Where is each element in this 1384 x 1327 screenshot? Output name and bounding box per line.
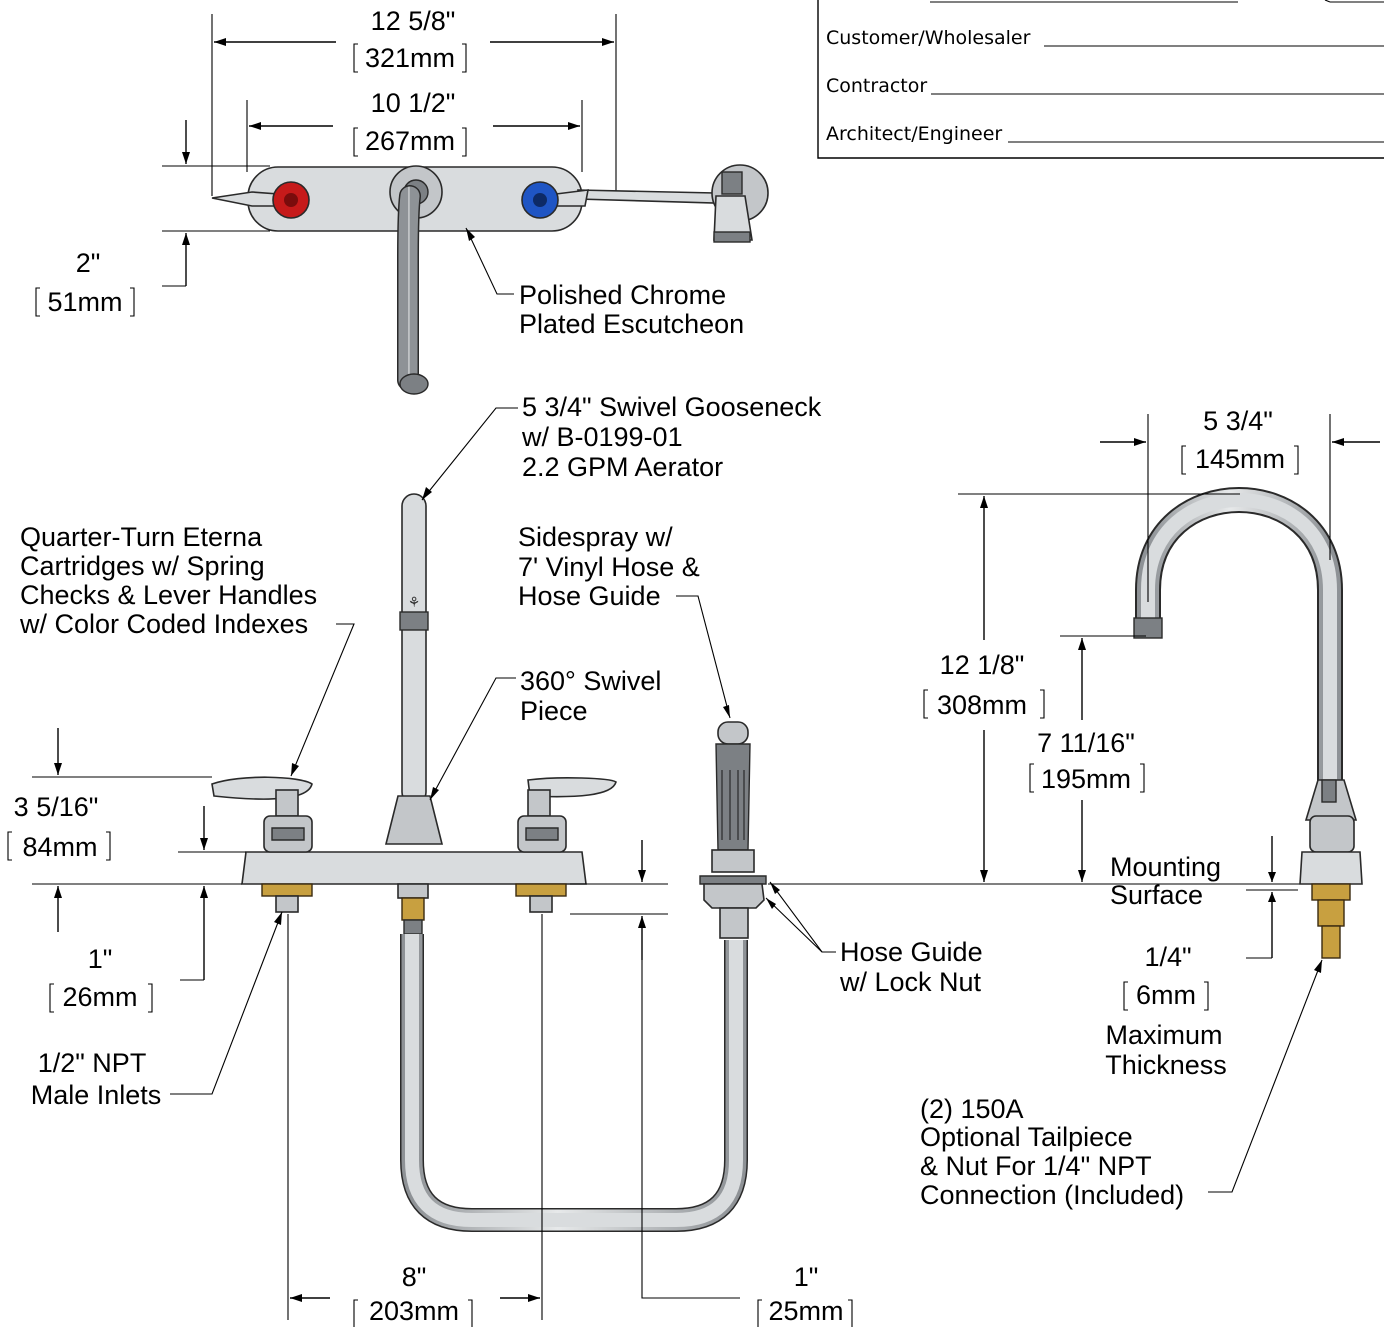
centers-dimension: 8" [402, 1262, 427, 1292]
top-view: 12 5/8" 321mm 10 1/2" 267mm 2" 51mm [35, 6, 769, 395]
thickness-note-line2: Thickness [1105, 1050, 1227, 1080]
depth-mm: 51mm [47, 287, 122, 317]
clearance-dimension: 7 11/16" [1037, 728, 1135, 758]
guide-offset-dimension: 1" [794, 1262, 819, 1292]
height-dimension: 12 1/8" [940, 650, 1025, 680]
cartridge-callout-line4: w/ Color Coded Indexes [19, 609, 308, 639]
tailpiece-callout-line2: Optional Tailpiece [920, 1122, 1133, 1152]
inlets-callout-line2: Male Inlets [31, 1080, 162, 1110]
thickness-note-line1: Maximum [1105, 1020, 1222, 1050]
mounting-surface-line2: Surface [1110, 880, 1203, 910]
thickness-dimension: 1/4" [1144, 942, 1191, 972]
gooseneck-callout-line1: 5 3/4" Swivel Gooseneck [522, 392, 822, 422]
svg-text:⚘: ⚘ [408, 595, 421, 611]
gooseneck-callout-line2: w/ B-0199-01 [521, 422, 683, 452]
reach-dimension: 5 3/4" [1203, 406, 1273, 436]
shank-dimension: 1" [88, 944, 113, 974]
sidespray-callout-line2: 7' Vinyl Hose & [518, 552, 700, 582]
swivel-callout-line1: 360° Swivel [520, 666, 661, 696]
cartridge-callout-line1: Quarter-Turn Eterna [20, 522, 263, 552]
clearance-mm: 195mm [1041, 764, 1131, 794]
architect-engineer-label: Architect/Engineer [826, 123, 1002, 145]
handle-height-dimension: 3 5/16" [14, 792, 99, 822]
escutcheon-plate-front [241, 851, 587, 885]
sidespray-callout-line1: Sidespray w/ [518, 522, 673, 552]
front-view: ⚘ 5 3/4" Swivel [7, 392, 1300, 1327]
depth-dimension: 2" [76, 248, 101, 278]
hose-guide-callout-line2: w/ Lock Nut [839, 967, 982, 997]
thickness-mm: 6mm [1136, 980, 1196, 1010]
tailpiece-callout-line3: & Nut For 1/4" NPT [920, 1151, 1152, 1181]
reach-mm: 145mm [1195, 444, 1285, 474]
overall-width-mm: 321mm [365, 43, 455, 73]
center-width-dimension: 10 1/2" [371, 88, 456, 118]
inlets-callout-line1: 1/2" NPT [38, 1048, 147, 1078]
tailpiece-callout-line4: Connection (Included) [920, 1180, 1184, 1210]
project-info-form: Customer/Wholesaler Contractor Architect… [817, 0, 1384, 159]
centers-mm: 203mm [369, 1296, 459, 1326]
swivel-callout-line2: Piece [520, 696, 588, 726]
escutcheon-callout-line2: Plated Escutcheon [519, 309, 744, 339]
customer-wholesaler-label: Customer/Wholesaler [826, 27, 1031, 49]
overall-width-dimension: 12 5/8" [371, 6, 456, 36]
gooseneck-callout-line3: 2.2 GPM Aerator [522, 452, 723, 482]
sidespray-callout-line3: Hose Guide [518, 581, 661, 611]
mounting-surface-line1: Mounting [1110, 852, 1221, 882]
handle-height-mm: 84mm [22, 832, 97, 862]
escutcheon-callout-line1: Polished Chrome [519, 280, 726, 310]
side-view: 5 3/4" 145mm 12 1/8" 308mm 7 11/16" 195m… [920, 406, 1380, 1210]
guide-offset-mm: 25mm [768, 1296, 843, 1326]
center-width-mm: 267mm [365, 126, 455, 156]
shank-mm: 26mm [62, 982, 137, 1012]
tailpiece-callout-line1: (2) 150A [920, 1094, 1024, 1124]
cartridge-callout-line3: Checks & Lever Handles [20, 580, 317, 610]
cartridge-callout-line2: Cartridges w/ Spring [20, 551, 265, 581]
hose-guide-callout-line1: Hose Guide [840, 937, 983, 967]
height-mm: 308mm [937, 690, 1027, 720]
contractor-label: Contractor [826, 75, 927, 97]
